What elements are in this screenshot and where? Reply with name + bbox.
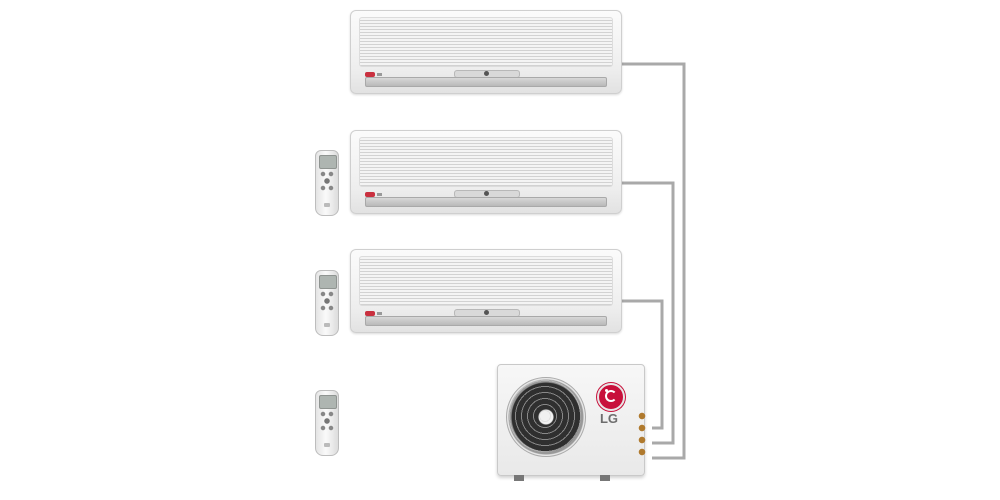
indoor-unit-3 xyxy=(350,249,622,333)
air-intake-grille xyxy=(359,256,613,306)
air-intake-grille xyxy=(359,17,613,67)
indoor-unit-2 xyxy=(350,130,622,214)
pipe-unit-2 xyxy=(622,181,675,445)
air-outlet-vent xyxy=(365,316,607,326)
brand-text: LG xyxy=(599,411,619,426)
air-outlet-vent xyxy=(365,77,607,87)
air-outlet-vent xyxy=(365,197,607,207)
remote-buttons xyxy=(320,291,334,311)
lg-logo-icon xyxy=(365,72,382,77)
pipe-unit-1 xyxy=(622,62,686,460)
air-intake-grille xyxy=(359,137,613,187)
remote-buttons xyxy=(320,411,334,431)
lg-logo-icon xyxy=(365,311,382,316)
pipe-unit-3 xyxy=(622,299,664,430)
remote-screen xyxy=(319,275,337,289)
remote-screen xyxy=(319,155,337,169)
unit-foot xyxy=(514,475,524,481)
service-valves xyxy=(638,411,647,461)
lg-logo-icon xyxy=(324,203,330,207)
lg-logo-icon xyxy=(324,443,330,447)
fan-guard xyxy=(506,377,584,455)
indoor-unit-1 xyxy=(350,10,622,94)
remote-control-2 xyxy=(315,270,339,336)
unit-foot xyxy=(600,475,610,481)
remote-screen xyxy=(319,395,337,409)
remote-buttons xyxy=(320,171,334,191)
lg-logo-icon xyxy=(365,192,382,197)
outdoor-unit: LG xyxy=(497,364,647,481)
remote-control-3 xyxy=(315,390,339,456)
lg-logo-icon xyxy=(597,383,625,411)
remote-control-1 xyxy=(315,150,339,216)
lg-logo-icon xyxy=(324,323,330,327)
